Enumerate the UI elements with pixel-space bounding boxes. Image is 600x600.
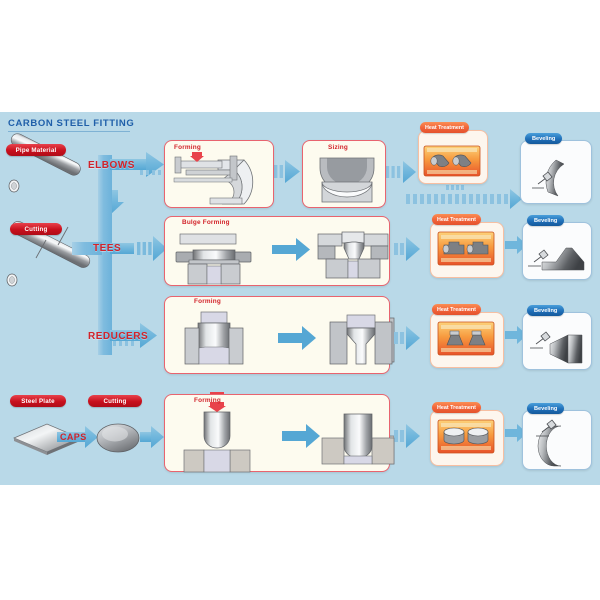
- page-title: CARBON STEEL FITTING: [8, 118, 135, 129]
- badge-cutting-pipe-label: Cutting: [24, 225, 48, 233]
- badge-beveling-caps: Beveling: [527, 403, 565, 414]
- badge-cutting-pipe: Cutting: [10, 223, 62, 235]
- badge-beveling-elbows-label: Beveling: [532, 135, 556, 142]
- badge-beveling-tees: Beveling: [527, 215, 565, 226]
- badge-steel-plate: Steel Plate: [10, 395, 66, 407]
- badge-heat-treatment-caps-label: Heat Treatment: [437, 404, 476, 411]
- step-label-caps-forming: Forming: [194, 397, 221, 404]
- category-label-elbows[interactable]: ELBOWS: [88, 160, 135, 171]
- badge-pipe-material-label: Pipe Material: [15, 146, 57, 154]
- step-label-tees-bulge-forming: Bulge Forming: [182, 219, 230, 226]
- badge-beveling-reducers: Beveling: [527, 305, 565, 316]
- badge-heat-treatment-tees-label: Heat Treatment: [437, 216, 476, 223]
- process-box-tees[interactable]: [164, 216, 390, 286]
- badge-heat-treatment-caps: Heat Treatment: [432, 402, 481, 413]
- badge-beveling-caps-label: Beveling: [534, 405, 558, 412]
- badge-heat-treatment-tees: Heat Treatment: [432, 214, 481, 225]
- badge-pipe-material: Pipe Material: [6, 144, 66, 156]
- beveling-box-elbows[interactable]: [520, 140, 592, 204]
- category-label-caps[interactable]: CAPS: [60, 432, 87, 442]
- title-underline: [8, 131, 130, 132]
- heat-treatment-box-reducers[interactable]: [430, 312, 504, 368]
- process-box-reducers[interactable]: [164, 296, 390, 374]
- step-label-elbows-sizing: Sizing: [328, 144, 349, 151]
- beveling-box-caps[interactable]: [522, 410, 592, 470]
- badge-heat-treatment-elbows: Heat Treatment: [420, 122, 469, 133]
- badge-heat-treatment-reducers-label: Heat Treatment: [437, 306, 476, 313]
- badge-beveling-reducers-label: Beveling: [534, 307, 558, 314]
- beveling-box-tees[interactable]: [522, 222, 592, 280]
- step-label-elbows-forming: Forming: [174, 144, 201, 151]
- badge-steel-plate-label: Steel Plate: [21, 397, 55, 405]
- badge-heat-treatment-reducers: Heat Treatment: [432, 304, 481, 315]
- category-label-tees[interactable]: TEES: [93, 243, 122, 254]
- badge-heat-treatment-elbows-label: Heat Treatment: [425, 124, 464, 131]
- badge-cutting-plate: Cutting: [88, 395, 142, 407]
- process-box-caps[interactable]: [164, 394, 390, 472]
- heat-treatment-box-caps[interactable]: [430, 410, 504, 466]
- heat-treatment-box-elbows[interactable]: [418, 130, 488, 184]
- beveling-box-reducers[interactable]: [522, 312, 592, 370]
- badge-beveling-elbows: Beveling: [525, 133, 563, 144]
- badge-beveling-tees-label: Beveling: [534, 217, 558, 224]
- heat-treatment-box-tees[interactable]: [430, 222, 504, 278]
- category-label-reducers[interactable]: REDUCERS: [88, 331, 149, 342]
- step-label-reducers-forming: Forming: [194, 298, 221, 305]
- badge-cutting-plate-label: Cutting: [103, 397, 127, 405]
